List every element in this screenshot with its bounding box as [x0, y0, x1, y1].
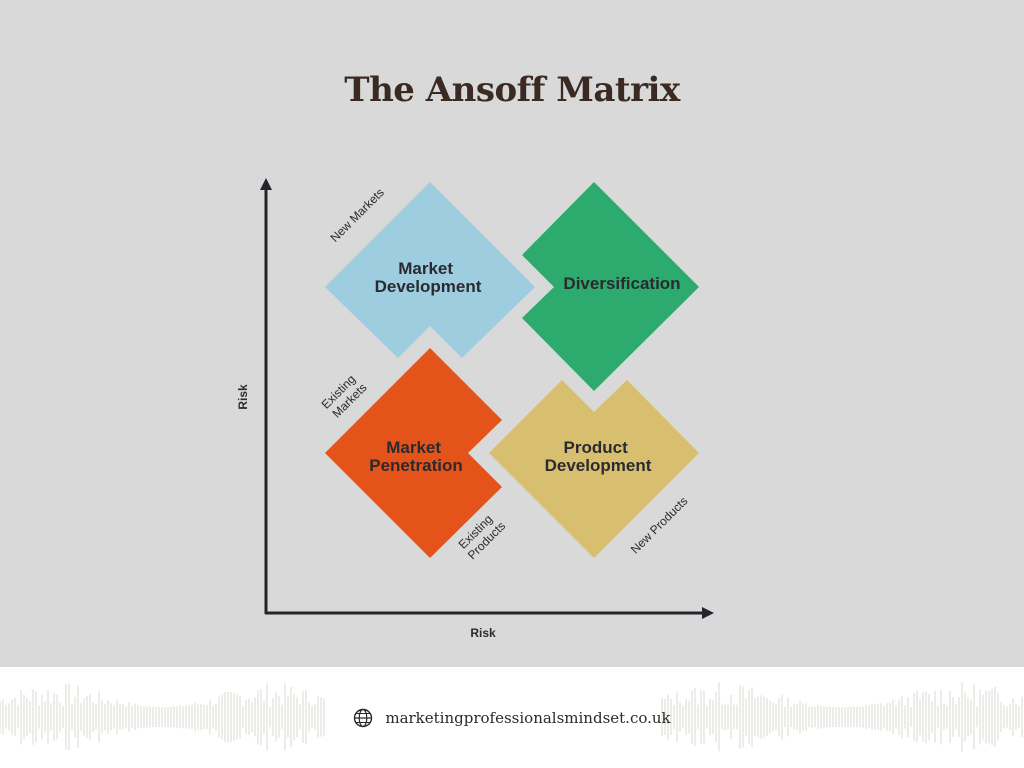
- decorative-waveform: [0, 682, 1023, 752]
- website-url: marketingprofessionalsmindset.co.uk: [385, 708, 671, 727]
- product-development-label: Product Development: [545, 438, 652, 475]
- market-penetration-label: Market Penetration: [369, 438, 463, 475]
- market-development-label: Market Development: [375, 259, 482, 296]
- y-axis-arrow-icon: [260, 178, 272, 190]
- market-penetration-tile: [325, 348, 502, 558]
- existing-markets-label: Existing Markets: [319, 370, 371, 422]
- market-development-tile: [325, 182, 535, 358]
- page-title: The Ansoff Matrix: [344, 70, 680, 110]
- diversification-tile: [522, 182, 699, 391]
- x-axis-label: Risk: [470, 626, 496, 640]
- footer: marketingprofessionalsmindset.co.uk: [0, 667, 1024, 768]
- diversification-label: Diversification: [563, 274, 680, 293]
- ansoff-matrix: Market Development Diversification Marke…: [236, 178, 714, 640]
- product-development-tile: [489, 380, 699, 558]
- globe-icon: [354, 708, 373, 727]
- y-axis-label: Risk: [236, 384, 250, 410]
- x-axis-arrow-icon: [702, 607, 714, 619]
- axes: [260, 178, 714, 619]
- website-link[interactable]: marketingprofessionalsmindset.co.uk: [0, 667, 1024, 768]
